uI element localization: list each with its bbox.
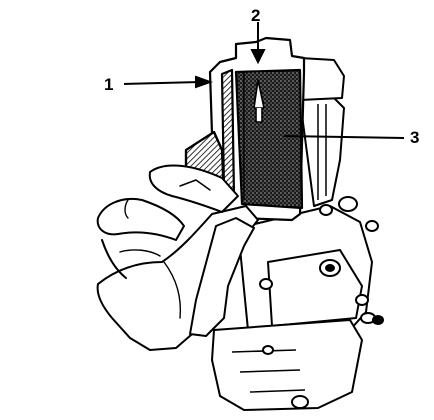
hand: [96, 164, 259, 351]
callout-leaders: [123, 75, 405, 139]
callout-3-label: 3: [410, 128, 419, 147]
slide-housing: [184, 36, 306, 222]
callout-1-label: 1: [104, 75, 113, 94]
lift-direction-arrow: [250, 22, 266, 65]
callout-2-label: 2: [251, 6, 260, 25]
